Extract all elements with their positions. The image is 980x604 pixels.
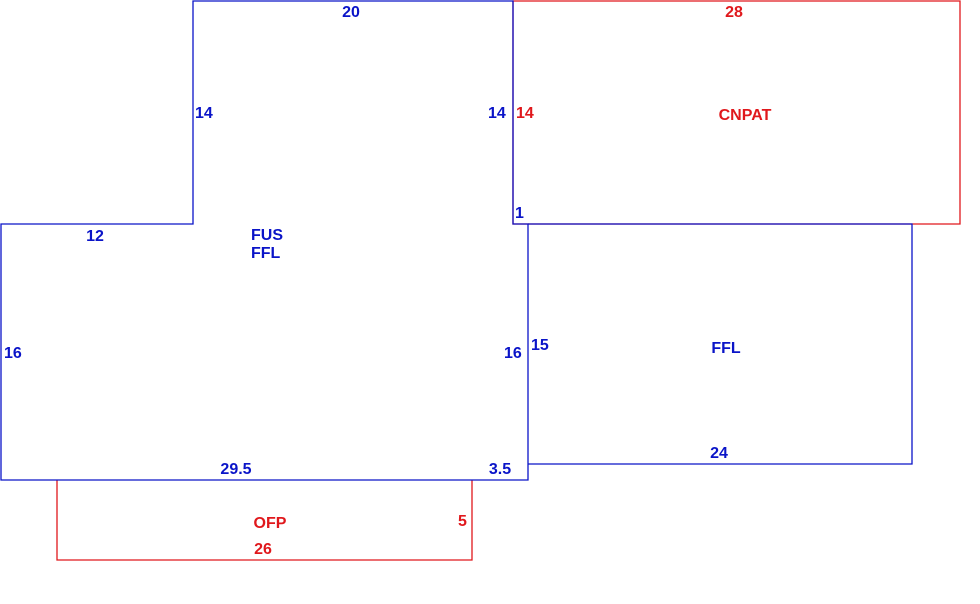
area-label-main-ffl: FFL [251, 245, 281, 262]
dim-main-jog: 3.5 [489, 461, 511, 478]
dim-right-addition-bottom: 24 [710, 445, 728, 462]
main-area-outline [0, 0, 529, 481]
dim-main-right: 16 [504, 345, 522, 362]
area-label-right-ffl: FFL [711, 340, 741, 357]
dim-main-upper-right: 14 [488, 105, 506, 122]
dim-carport-left: 14 [516, 105, 534, 122]
area-label-porch: OFP [254, 515, 287, 532]
dim-main-upper-left: 14 [195, 105, 213, 122]
area-label-main-fus: FUS [251, 227, 283, 244]
dim-carport-top: 28 [725, 4, 743, 21]
dim-jog-offset: 1 [515, 205, 524, 222]
area-label-carport: CNPAT [719, 107, 772, 124]
dim-main-bottom: 29.5 [220, 461, 251, 478]
dim-right-addition-left: 15 [531, 337, 549, 354]
dim-porch-right: 5 [458, 513, 467, 530]
dim-porch-bottom: 26 [254, 541, 272, 558]
porch-outline [56, 480, 473, 561]
right-addition-outline [528, 223, 913, 465]
dim-main-left: 16 [4, 345, 22, 362]
dim-main-left-step: 12 [86, 228, 104, 245]
dim-main-top: 20 [342, 4, 360, 21]
